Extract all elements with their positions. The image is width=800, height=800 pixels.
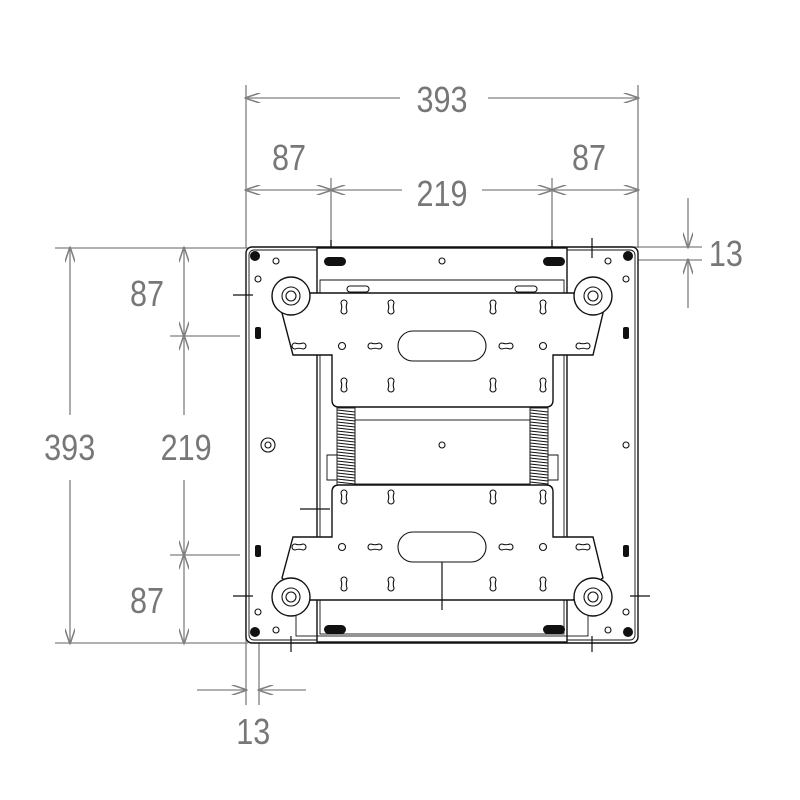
spring-coil: [336, 424, 356, 428]
keyhole-slot: [387, 489, 395, 505]
spring-coil: [529, 478, 549, 482]
keyhole-slot: [489, 299, 497, 315]
roller: [271, 577, 311, 617]
keyhole-slot: [367, 543, 383, 551]
mount-hole: [538, 542, 548, 552]
spring-coil: [529, 463, 549, 467]
keyhole-slot: [539, 576, 547, 592]
spring-coil: [529, 445, 549, 449]
mount-hole: [337, 542, 347, 552]
dim-bottom-offset-height: 87: [130, 582, 164, 622]
keyhole-slot: [539, 377, 547, 393]
spring-coil: [336, 436, 356, 440]
keyhole-slot: [387, 377, 395, 393]
dim-overall-height: 393: [44, 429, 95, 469]
spring-coil: [336, 466, 356, 470]
roller: [271, 276, 311, 316]
spring-coil: [336, 472, 356, 476]
keyhole-slot: [489, 576, 497, 592]
spring-coil: [336, 415, 356, 419]
spring-coil: [336, 433, 356, 437]
spring-coil: [529, 457, 549, 461]
keyhole-slot: [291, 543, 307, 551]
mount-hole: [538, 341, 548, 351]
spring-coil: [336, 418, 356, 422]
spring-coil: [336, 460, 356, 464]
spring-coil: [529, 436, 549, 440]
spring-coil: [336, 421, 356, 425]
keyhole-slot: [539, 489, 547, 505]
dim-bottom-hole-offset: 13: [236, 713, 270, 753]
spring-coil: [529, 439, 549, 443]
spring-coil: [529, 460, 549, 464]
spring-coil: [529, 466, 549, 470]
spring-coil: [336, 451, 356, 455]
keyhole-slot: [340, 377, 348, 393]
spring-coil: [336, 442, 356, 446]
spring-coil: [336, 481, 356, 485]
keyhole-slot: [489, 489, 497, 505]
spring-coil: [529, 409, 549, 413]
spring-coil: [529, 412, 549, 416]
keyhole-slot: [340, 299, 348, 315]
spring-coil: [529, 469, 549, 473]
spring-coil: [529, 475, 549, 479]
keyhole-slot: [575, 342, 591, 350]
spring-coil: [336, 430, 356, 434]
roller: [573, 577, 613, 617]
spring-coil: [336, 475, 356, 479]
spring-coil: [529, 442, 549, 446]
keyhole-slot: [340, 489, 348, 505]
keyhole-slot: [387, 299, 395, 315]
spring-coil: [336, 478, 356, 482]
keyhole-slot: [367, 342, 383, 350]
keyhole-slot: [291, 342, 307, 350]
keyhole-slot: [498, 342, 514, 350]
roller: [573, 276, 613, 316]
spring-coil: [529, 481, 549, 485]
spring-coil: [529, 448, 549, 452]
spring-coil: [529, 415, 549, 419]
spring-coil: [529, 418, 549, 422]
dim-center-width: 219: [416, 175, 467, 215]
spring-coil: [336, 448, 356, 452]
center-marks: [233, 238, 650, 652]
mount-plate: [245, 246, 639, 644]
keyhole-slot: [340, 576, 348, 592]
dim-left-offset-width: 87: [272, 139, 306, 179]
keyhole-slot: [575, 543, 591, 551]
spring-coil: [336, 445, 356, 449]
spring-coil: [336, 427, 356, 431]
dim-overall-width: 393: [416, 81, 467, 121]
spring-coil: [336, 457, 356, 461]
spring-coil: [529, 451, 549, 455]
spring-coil: [336, 412, 356, 416]
spring-coil: [336, 439, 356, 443]
mount-hole: [337, 341, 347, 351]
spring-coil: [336, 463, 356, 467]
spring-coil: [529, 427, 549, 431]
dim-center-height: 219: [161, 429, 212, 469]
dim-right-offset-width: 87: [572, 139, 606, 179]
keyhole-slot: [489, 377, 497, 393]
spring-coil: [529, 472, 549, 476]
dimension-lines: [55, 85, 702, 705]
keyhole-slot: [498, 543, 514, 551]
spring-coil: [336, 469, 356, 473]
spring-coil: [529, 424, 549, 428]
spring-coil: [529, 454, 549, 458]
dim-right-hole-offset: 13: [709, 235, 743, 275]
spring-coil: [529, 421, 549, 425]
spring-coil: [336, 454, 356, 458]
dim-top-offset-height: 87: [130, 275, 164, 315]
spring-coil: [529, 433, 549, 437]
spring-coil: [529, 430, 549, 434]
spring-coil: [336, 409, 356, 413]
keyhole-slot: [387, 576, 395, 592]
keyhole-slot: [539, 299, 547, 315]
